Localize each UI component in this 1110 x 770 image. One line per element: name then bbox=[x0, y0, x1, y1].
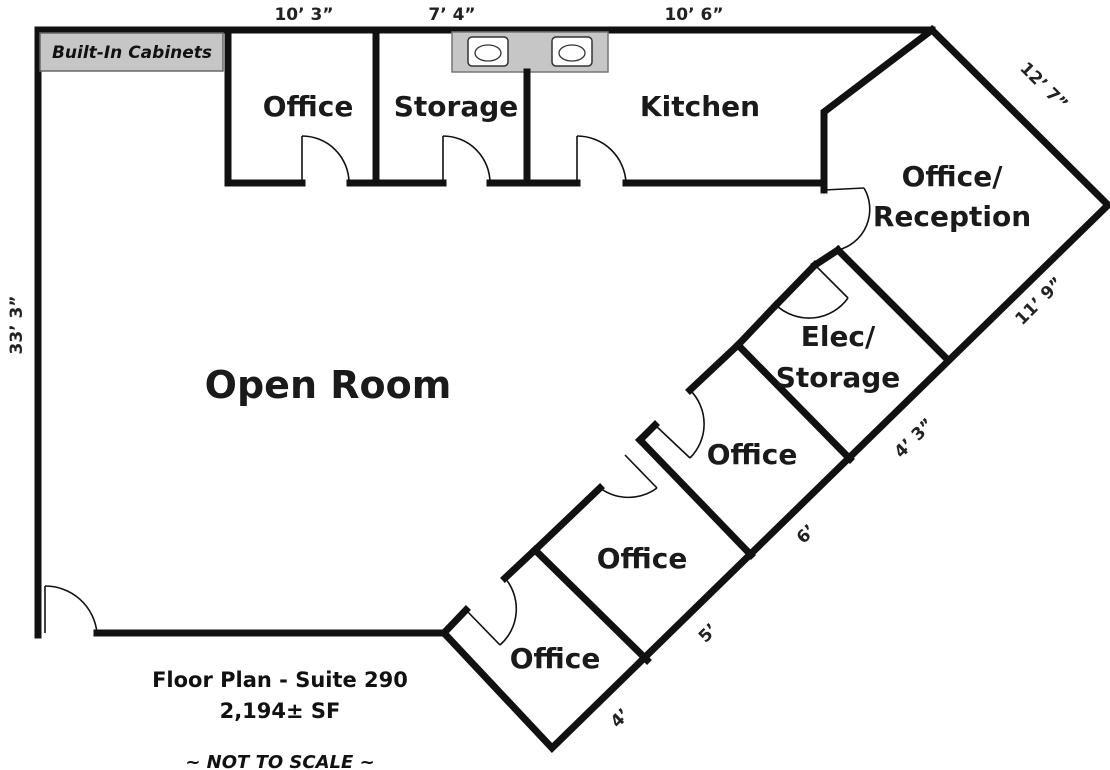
built-in-cabinets: Built-In Cabinets bbox=[39, 32, 224, 72]
label-elec-storage-2: Storage bbox=[776, 361, 901, 394]
diag-wall-c bbox=[635, 420, 660, 445]
office-office-partition-2 bbox=[530, 545, 652, 665]
top-room-walls bbox=[224, 25, 937, 194]
basin-right-icon bbox=[558, 44, 586, 62]
dim-diag-4: 4’ bbox=[607, 705, 634, 732]
reception-south-stub bbox=[810, 245, 843, 270]
diag-wall-e bbox=[500, 545, 540, 583]
label-open-room: Open Room bbox=[205, 363, 452, 407]
doors bbox=[44, 135, 871, 646]
label-office-reception-2: Reception bbox=[873, 200, 1031, 233]
door-kitchen[interactable] bbox=[576, 135, 627, 184]
elec-door-wall bbox=[771, 260, 820, 310]
kitchen-east-wall bbox=[820, 25, 937, 194]
label-office-top: Office bbox=[263, 90, 354, 123]
label-office-diag-2: Office bbox=[597, 542, 688, 575]
diag-wall-d bbox=[530, 483, 605, 555]
basin-left-icon bbox=[474, 44, 502, 62]
door-office-top[interactable] bbox=[301, 135, 350, 184]
dim-diag-1: 4’ 3” bbox=[891, 415, 939, 463]
diagonal-walls bbox=[439, 245, 951, 665]
elec-office-partition bbox=[733, 340, 855, 464]
dim-diag-2: 6’ bbox=[793, 521, 820, 548]
sink-left-icon bbox=[467, 36, 509, 67]
dim-right-mid: 11’ 9” bbox=[1012, 274, 1068, 330]
room-labels: Office Storage Kitchen Office/ Reception… bbox=[205, 90, 1031, 675]
label-storage: Storage bbox=[394, 90, 519, 123]
outer-walls bbox=[34, 25, 1110, 753]
dim-top-mid: 7’ 4” bbox=[428, 5, 475, 25]
reception-elec-partition bbox=[833, 245, 951, 363]
door-exit[interactable] bbox=[44, 585, 98, 634]
diag-wall-f bbox=[439, 605, 471, 638]
diag-wall-a bbox=[733, 300, 781, 350]
label-office-reception-1: Office/ bbox=[902, 160, 1004, 193]
label-office-diag-1: Office bbox=[707, 438, 798, 471]
dim-right-top: 12’ 7” bbox=[1016, 59, 1072, 115]
dim-left: 33’ 3” bbox=[7, 295, 27, 354]
door-office-diag-1[interactable] bbox=[654, 389, 705, 459]
label-kitchen: Kitchen bbox=[640, 90, 760, 123]
sink-counter bbox=[451, 31, 609, 73]
east-walls bbox=[439, 25, 1110, 753]
dim-diag-3: 5’ bbox=[695, 620, 722, 647]
dimension-labels: 10’ 3” 7’ 4” 10’ 6” 12’ 7” 11’ 9” 33’ 3”… bbox=[7, 5, 1071, 732]
door-office-diag-2[interactable] bbox=[599, 454, 658, 499]
sink-right-icon bbox=[551, 36, 593, 67]
caption-note: ~ NOT TO SCALE ~ bbox=[185, 752, 374, 770]
door-office-diag-3[interactable] bbox=[465, 577, 518, 646]
label-elec-storage-1: Elec/ bbox=[801, 320, 876, 353]
door-storage[interactable] bbox=[442, 135, 491, 184]
cabinets-box bbox=[39, 32, 224, 72]
dim-top-left: 10’ 3” bbox=[274, 5, 333, 25]
office-office-partition bbox=[635, 435, 756, 560]
door-elec[interactable] bbox=[775, 264, 849, 319]
cabinets-label: Built-In Cabinets bbox=[52, 43, 212, 63]
label-office-diag-3: Office bbox=[510, 642, 601, 675]
caption-area: 2,194± SF bbox=[220, 699, 341, 723]
door-reception[interactable] bbox=[823, 187, 871, 251]
dim-top-right: 10’ 6” bbox=[664, 5, 723, 25]
caption: Floor Plan - Suite 290 2,194± SF ~ NOT T… bbox=[152, 668, 408, 770]
diag-wall-b bbox=[685, 340, 743, 395]
caption-title: Floor Plan - Suite 290 bbox=[152, 668, 408, 692]
